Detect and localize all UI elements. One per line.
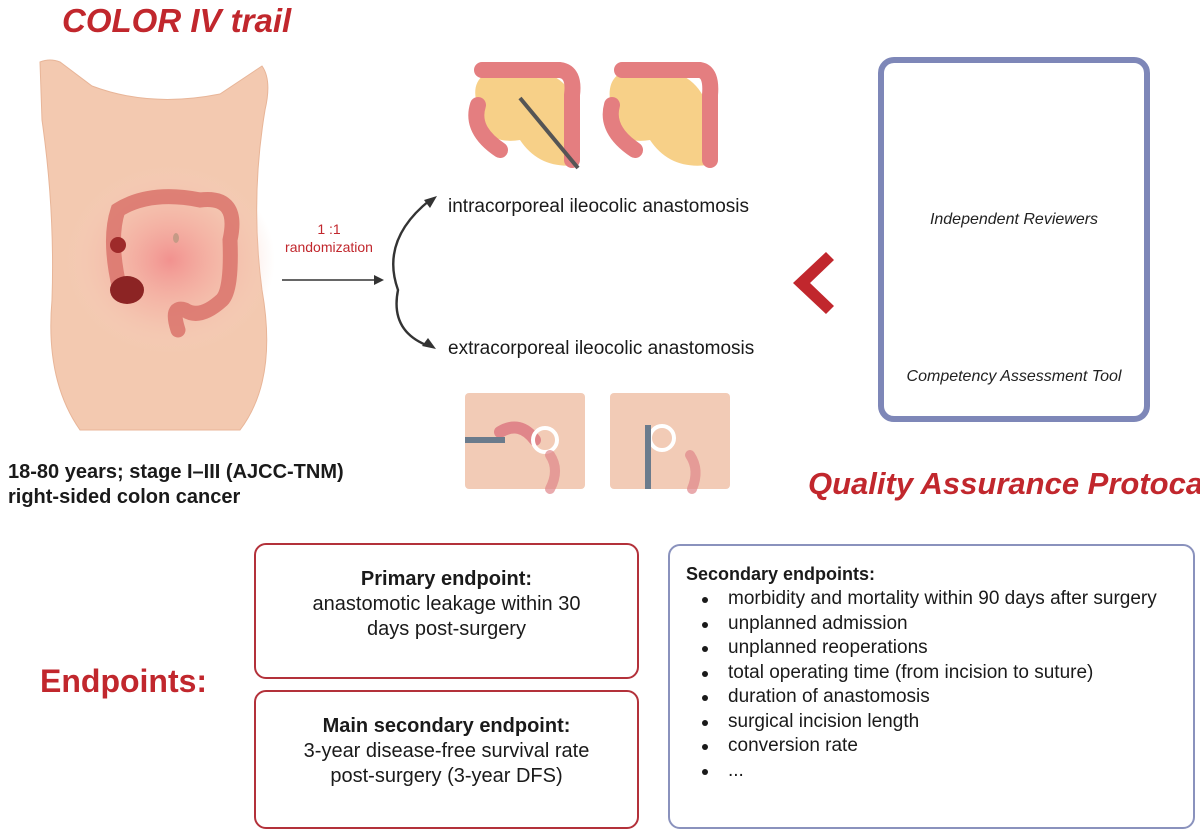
quality-assurance-title: Quality Assurance Protocal [808,466,1200,501]
quality-assurance-frame [878,57,1150,422]
intracorporeal-arm-label: intracorporeal ileocolic anastomosis [448,196,749,217]
randomization-text: randomization [285,239,373,255]
list-item: unplanned admission [702,612,1193,637]
chevron-left-icon [793,252,834,314]
main-secondary-endpoint-line2: post-surgery (3-year DFS) [330,765,563,787]
patient-criteria-line2: right-sided colon cancer [8,486,241,508]
primary-endpoint-line2: days post-surgery [367,618,526,640]
main-secondary-endpoint-box: Main secondary endpoint: 3-year disease-… [254,690,639,829]
list-item: ... [702,759,1193,784]
main-secondary-endpoint-heading: Main secondary endpoint: [322,715,571,737]
page-title: COLOR IV trail [62,2,292,39]
list-item: surgical incision length [702,710,1193,735]
randomization-arrows [282,196,437,349]
intracorporeal-illustration [468,62,719,170]
primary-endpoint-line1: anastomotic leakage within 30 [312,593,581,615]
extracorporeal-illustration [465,393,730,494]
primary-endpoint-heading: Primary endpoint: [360,568,533,590]
patient-torso-illustration [39,59,275,431]
secondary-endpoints-list: morbidity and mortality within 90 days a… [686,587,1193,783]
list-item: duration of anastomosis [702,685,1193,710]
primary-endpoint-box: Primary endpoint: anastomotic leakage wi… [254,543,639,679]
list-item: morbidity and mortality within 90 days a… [702,587,1193,612]
randomization-ratio: 1 :1 [317,221,341,237]
list-item: conversion rate [702,734,1193,759]
list-item: unplanned reoperations [702,636,1193,661]
endpoints-label: Endpoints: [40,663,208,699]
tool-caption: Competency Assessment Tool [906,368,1122,385]
extracorporeal-arm-label: extracorporeal ileocolic anastomosis [448,338,755,359]
secondary-endpoints-heading: Secondary endpoints: [686,564,876,584]
secondary-endpoints-box: Secondary endpoints: morbidity and morta… [668,544,1195,829]
main-secondary-endpoint-line1: 3-year disease-free survival rate [303,740,590,762]
patient-criteria-line1: 18-80 years; stage I–III (AJCC-TNM) [8,461,344,483]
randomization-label: 1 :1 randomization [270,220,388,256]
patient-criteria: 18-80 years; stage I–III (AJCC-TNM) righ… [8,460,344,510]
list-item: total operating time (from incision to s… [702,661,1193,686]
reviewers-caption: Independent Reviewers [929,211,1099,228]
